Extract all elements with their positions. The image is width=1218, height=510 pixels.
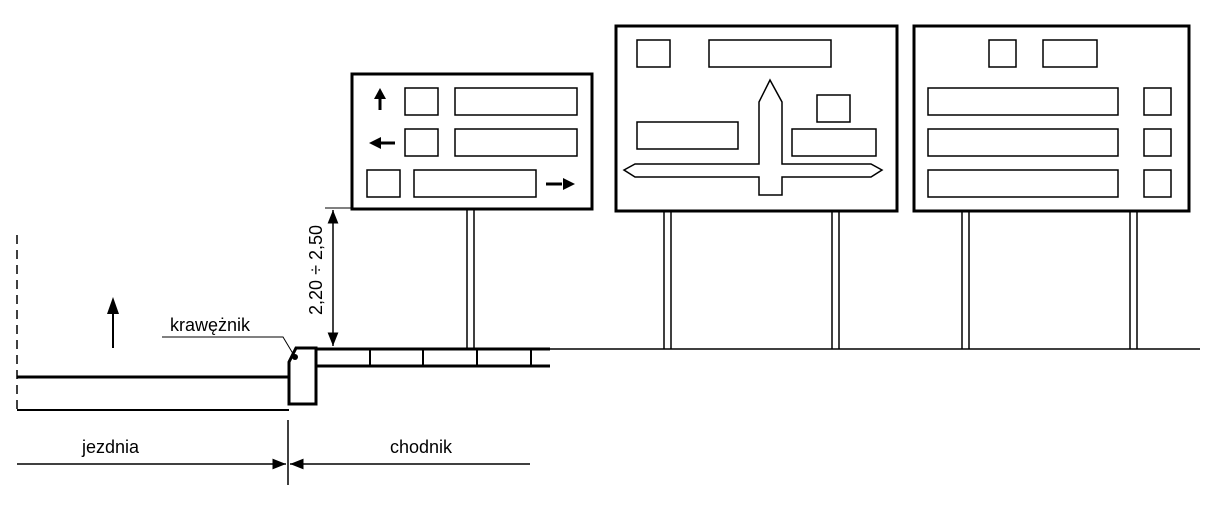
direction-sign-2 (614, 24, 899, 349)
sign-board (912, 24, 1191, 213)
sign-symbol-field (1143, 128, 1172, 157)
sign-symbol-field (988, 39, 1017, 68)
sign-symbol-field (636, 39, 671, 68)
direction-sign-3 (912, 24, 1191, 349)
sign-text-field (708, 39, 832, 68)
curb-label-leader (162, 336, 296, 358)
chodnik-label: chodnik (390, 437, 453, 457)
sign-text-field (927, 87, 1119, 116)
road-cross-section (16, 235, 1200, 412)
width-dimensions (17, 420, 530, 485)
sign-text-field (927, 169, 1119, 198)
sign-symbol-field (366, 169, 401, 198)
sign-board (614, 24, 899, 213)
arrow-up-icon (374, 88, 386, 110)
sign-symbol-field (816, 94, 851, 123)
sign-text-field (413, 169, 537, 198)
sign-symbol-field (1143, 87, 1172, 116)
sign-text-field (1042, 39, 1098, 68)
sign-text-field (927, 128, 1119, 157)
height-dimension-label: 2,20 ÷ 2,50 (306, 225, 326, 315)
sign-text-field (791, 128, 877, 157)
sign-symbol-field (404, 87, 439, 116)
sign-symbol-field (404, 128, 439, 157)
intersection-diagram-icon (622, 78, 884, 196)
jezdnia-label: jezdnia (81, 437, 140, 457)
sign-symbol-field (1143, 169, 1172, 198)
height-dimension (325, 207, 352, 346)
direction-sign-1 (350, 72, 594, 349)
arrow-up-icon (107, 297, 119, 348)
sign-text-field (636, 121, 739, 150)
arrow-left-icon (369, 137, 395, 149)
sign-text-field (454, 128, 578, 157)
arrow-right-icon (546, 178, 575, 190)
sign-text-field (454, 87, 578, 116)
curb-label: krawężnik (170, 315, 251, 335)
curb (287, 346, 318, 406)
